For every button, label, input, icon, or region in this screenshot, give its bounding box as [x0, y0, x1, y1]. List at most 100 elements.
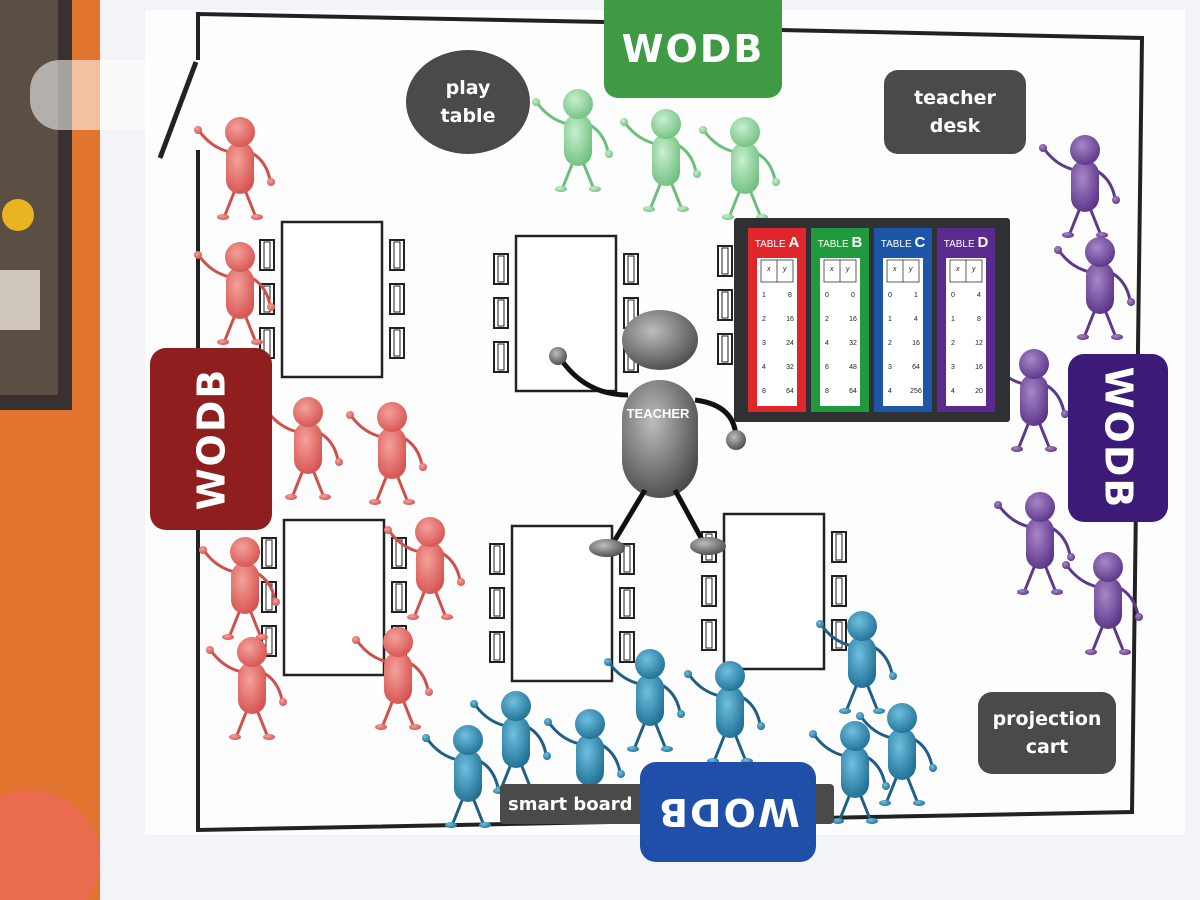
flower-decor: [2, 199, 34, 231]
table-cell: 16: [912, 340, 920, 347]
table-col-y: y: [846, 266, 850, 273]
table-cell: 4: [977, 292, 981, 299]
student-purple: [1062, 552, 1143, 655]
table-cell: 2: [888, 340, 892, 347]
door: [157, 61, 199, 159]
screen-glare: [30, 60, 390, 130]
table-cell: 1: [951, 316, 955, 323]
student-blue: [809, 721, 890, 824]
table-col-x: x: [767, 266, 771, 273]
student-blue: [604, 649, 685, 752]
table-cell: 4: [825, 340, 829, 347]
table-cell: 64: [849, 388, 857, 395]
student-red: [384, 517, 465, 620]
table-cell: 12: [975, 340, 983, 347]
student-blue: [856, 703, 937, 806]
student-red: [199, 537, 280, 640]
table-cell: 16: [786, 316, 794, 323]
student-green: [532, 89, 613, 192]
wodb-right-label: WODB: [1068, 354, 1168, 522]
student-purple: [1054, 237, 1135, 340]
student-blue: [684, 661, 765, 764]
table-cell: 0: [951, 292, 955, 299]
student-blue: [544, 709, 625, 812]
projection-cart-label: projection cart: [978, 692, 1116, 774]
table-cell: 32: [849, 340, 857, 347]
table-cell: 0: [825, 292, 829, 299]
table-title: TABLE D: [943, 234, 989, 251]
table-cell: 0: [851, 292, 855, 299]
value-tables: [748, 228, 995, 412]
table-col-x: x: [956, 266, 960, 273]
table-cell: 256: [910, 388, 922, 395]
student-red: [206, 637, 287, 740]
table-cell: 8: [825, 388, 829, 395]
student-red: [194, 117, 275, 220]
wodb-top-label: WODB: [604, 0, 782, 98]
table-title: TABLE B: [817, 234, 863, 251]
table-grid: [946, 258, 986, 406]
table-cell: 8: [788, 292, 792, 299]
table-title: TABLE A: [754, 234, 800, 251]
wodb-right-text: WODB: [1096, 366, 1141, 510]
table-cell: 8: [977, 316, 981, 323]
teacher-desk-label: teacher desk: [884, 70, 1026, 154]
student-red: [194, 242, 275, 345]
student-red: [346, 402, 427, 505]
table-cell: 8: [762, 388, 766, 395]
table-cell: 64: [786, 388, 794, 395]
table-col-y: y: [909, 266, 913, 273]
room-wall-top: [196, 11, 606, 60]
table-cell: 6: [825, 364, 829, 371]
wodb-left-text: WODB: [189, 367, 234, 511]
table-grid: [820, 258, 860, 406]
table-cell: 4: [888, 388, 892, 395]
table-cell: 24: [786, 340, 794, 347]
student-green: [699, 117, 780, 220]
wodb-left-label: WODB: [150, 348, 272, 530]
table-cell: 3: [762, 340, 766, 347]
desk-bottom-right: [700, 512, 848, 671]
desk-bottom-left: [260, 518, 408, 677]
table-cell: 1: [888, 316, 892, 323]
table-cell: 4: [951, 388, 955, 395]
teacher-figure: [549, 310, 746, 557]
table-cell: 4: [914, 316, 918, 323]
table-cell: 64: [912, 364, 920, 371]
student-blue: [816, 611, 897, 714]
table-cell: 20: [975, 388, 983, 395]
table-grid: [883, 258, 923, 406]
table-title: TABLE C: [880, 234, 926, 251]
table-cell: 1: [914, 292, 918, 299]
student-purple: [994, 492, 1075, 595]
students: [194, 89, 1143, 828]
table-cell: 1: [762, 292, 766, 299]
teacher-label: TEACHER: [626, 406, 690, 421]
play-table-label: play table: [406, 50, 530, 154]
wodb-bottom-label: WODB: [640, 762, 816, 862]
picture-inner: [0, 0, 58, 395]
table-cell: 32: [786, 364, 794, 371]
table-col-y: y: [972, 266, 976, 273]
table-cell: 16: [849, 316, 857, 323]
table-cell: 3: [951, 364, 955, 371]
table-cell: 2: [825, 316, 829, 323]
table-cell: 4: [762, 364, 766, 371]
table-grid: [757, 258, 797, 406]
table-cell: 16: [975, 364, 983, 371]
table-cell: 48: [849, 364, 857, 371]
lens-flare: [0, 790, 100, 900]
student-red: [352, 627, 433, 730]
student-purple: [1039, 135, 1120, 238]
wodb-bottom-text: WODB: [656, 790, 800, 834]
student-purple: [988, 349, 1069, 452]
table-cell: 2: [951, 340, 955, 347]
table-cell: 0: [888, 292, 892, 299]
table-col-y: y: [783, 266, 787, 273]
table-cell: 2: [762, 316, 766, 323]
student-green: [620, 109, 701, 212]
student-red: [262, 397, 343, 500]
table-col-x: x: [893, 266, 897, 273]
frame-decor: [0, 270, 40, 330]
table-cell: 3: [888, 364, 892, 371]
